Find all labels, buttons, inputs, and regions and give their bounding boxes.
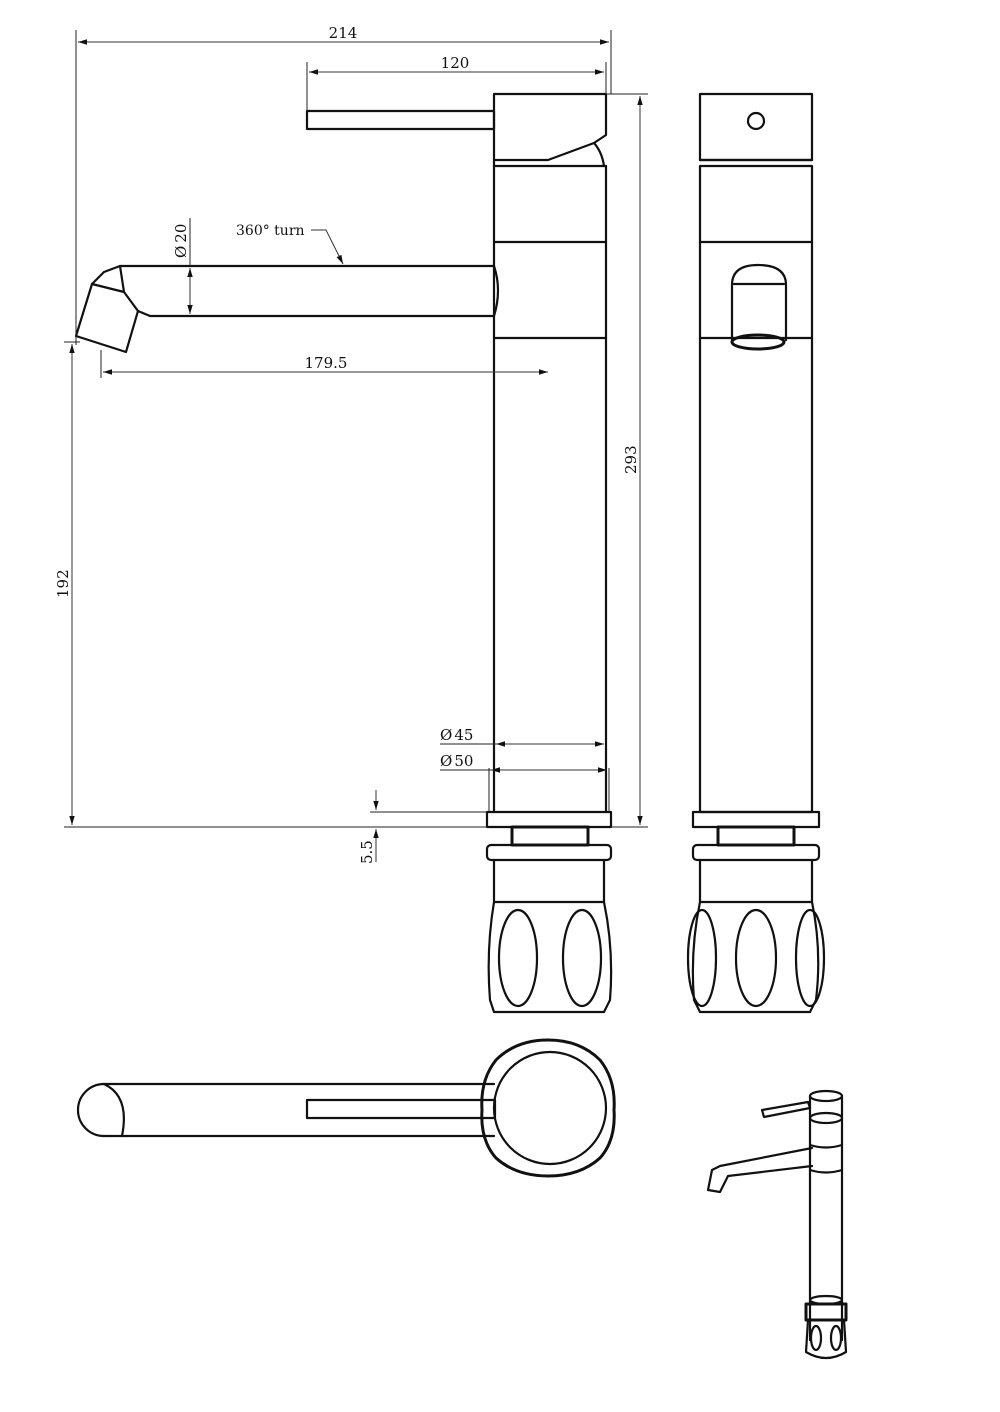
top-spout-end <box>76 1082 106 1138</box>
iso-nut <box>804 1318 848 1360</box>
svg-text:Ø45: Ø45 <box>440 726 473 744</box>
front-nut-grip-2 <box>734 908 778 1008</box>
dim-spout-height: 192 <box>54 569 72 598</box>
side-nut <box>487 858 613 1014</box>
dim-body-diameter-2: 50 <box>454 752 473 770</box>
top-body-circle <box>492 1050 608 1166</box>
dim-total-height: 293 <box>622 445 640 474</box>
front-nut <box>691 858 820 1014</box>
side-lever <box>305 109 496 131</box>
side-thread <box>510 825 590 847</box>
front-washer <box>691 843 821 862</box>
top-spout-nozzle <box>102 1082 125 1138</box>
dim-handle-width: 120 <box>441 54 470 72</box>
side-handle-cap <box>492 92 608 162</box>
top-lever <box>305 1098 497 1120</box>
front-base-plate <box>691 810 821 829</box>
dim-spout-diameter: 20 <box>172 224 190 243</box>
iso-lever <box>760 1100 812 1119</box>
side-spout-bottom <box>136 264 500 318</box>
side-spout-elbow <box>118 264 140 313</box>
side-main-body <box>492 336 608 814</box>
svg-text:Ø50: Ø50 <box>440 752 473 770</box>
iso-body <box>808 1116 844 1342</box>
dim-body-diameter-1: 45 <box>454 726 473 744</box>
turn-leader <box>311 229 344 265</box>
front-view <box>686 92 826 1014</box>
side-nut-grip-2 <box>561 908 603 1008</box>
side-cap-curve <box>592 141 606 168</box>
side-view <box>74 92 613 1014</box>
dimension-lines: 214 120 Ø 20 360° turn 179.5 293 192 <box>54 24 648 864</box>
dim-base-thickness: 5.5 <box>358 840 376 864</box>
iso-thread <box>804 1302 848 1322</box>
side-upper-body <box>492 158 608 340</box>
side-washer <box>485 843 613 862</box>
front-spout-outlet <box>730 333 786 351</box>
diameter-symbol: Ø <box>440 752 452 770</box>
diameter-symbol: Ø <box>440 726 452 744</box>
front-spout <box>730 263 788 342</box>
dim-turn-note: 360° turn <box>236 223 305 239</box>
side-spout-nozzle <box>74 282 140 354</box>
front-handle-cap <box>698 92 814 162</box>
side-nut-grip-1 <box>497 908 539 1008</box>
dim-spout-reach: 179.5 <box>305 354 348 372</box>
front-nut-grip-1 <box>686 908 718 1008</box>
svg-text:Ø20: Ø 20 <box>172 224 190 258</box>
front-thread <box>716 825 796 847</box>
isometric-view <box>706 1089 848 1360</box>
top-spout <box>102 1082 496 1138</box>
front-nut-grip-3 <box>794 908 826 1008</box>
side-base-plate <box>485 810 613 829</box>
top-nut-outline <box>480 1038 616 1178</box>
diameter-symbol: Ø <box>172 246 190 258</box>
top-view <box>76 1038 616 1178</box>
dim-total-width: 214 <box>329 24 358 42</box>
side-spout-top <box>90 264 496 286</box>
front-body <box>698 164 814 814</box>
front-lever-hole <box>746 111 766 131</box>
iso-spout <box>706 1146 814 1194</box>
